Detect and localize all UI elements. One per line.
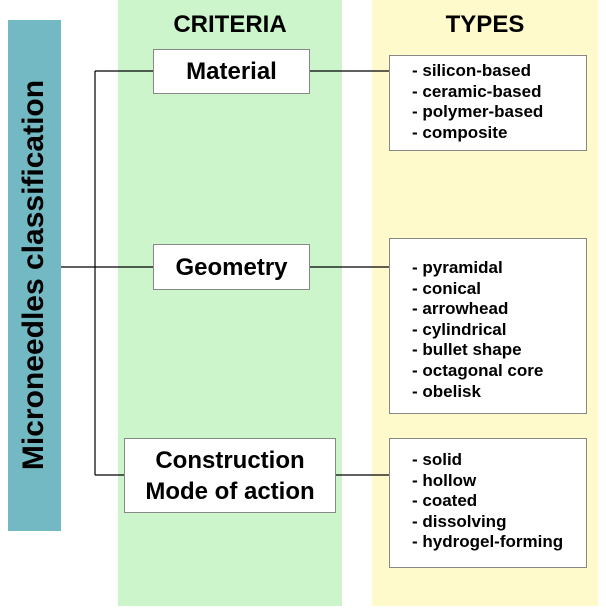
criterion-material: Material	[153, 49, 310, 94]
criterion-mode-of-action-label: Mode of action	[145, 477, 315, 505]
types-geometry-box: - pyramidal - conical - arrowhead - cyli…	[389, 238, 587, 414]
types-column-title: TYPES	[445, 11, 525, 38]
criterion-geometry-label: Geometry	[175, 253, 288, 281]
type-item: - bullet shape	[412, 340, 522, 360]
type-item: - octagonal core	[412, 360, 544, 380]
criterion-material-label: Material	[186, 58, 277, 85]
criteria-column-title: CRITERIA	[173, 11, 287, 38]
criterion-construction: Construction Mode of action	[124, 438, 336, 513]
criterion-geometry: Geometry	[153, 244, 310, 290]
type-item: - hydrogel-forming	[412, 532, 564, 552]
type-item: - silicon-based	[412, 61, 532, 80]
type-item: - solid	[412, 450, 463, 469]
type-item: - arrowhead	[412, 299, 509, 319]
type-item: - composite	[412, 122, 508, 142]
type-item: - ceramic-based	[412, 81, 542, 101]
criterion-construction-label: Construction	[155, 446, 305, 474]
types-material-box: - silicon-based - ceramic-based - polyme…	[389, 55, 587, 151]
type-item: - hollow	[412, 470, 477, 490]
type-item: - cylindrical	[412, 319, 507, 339]
type-item: - pyramidal	[412, 258, 503, 277]
type-item: - polymer-based	[412, 102, 544, 122]
type-item: - coated	[412, 491, 478, 511]
types-construction-box: - solid - hollow - coated - dissolving -…	[389, 438, 587, 568]
classification-side-bar	[8, 20, 61, 531]
type-item: - conical	[412, 278, 481, 298]
type-item: - dissolving	[412, 511, 507, 531]
type-item: - obelisk	[412, 381, 481, 401]
